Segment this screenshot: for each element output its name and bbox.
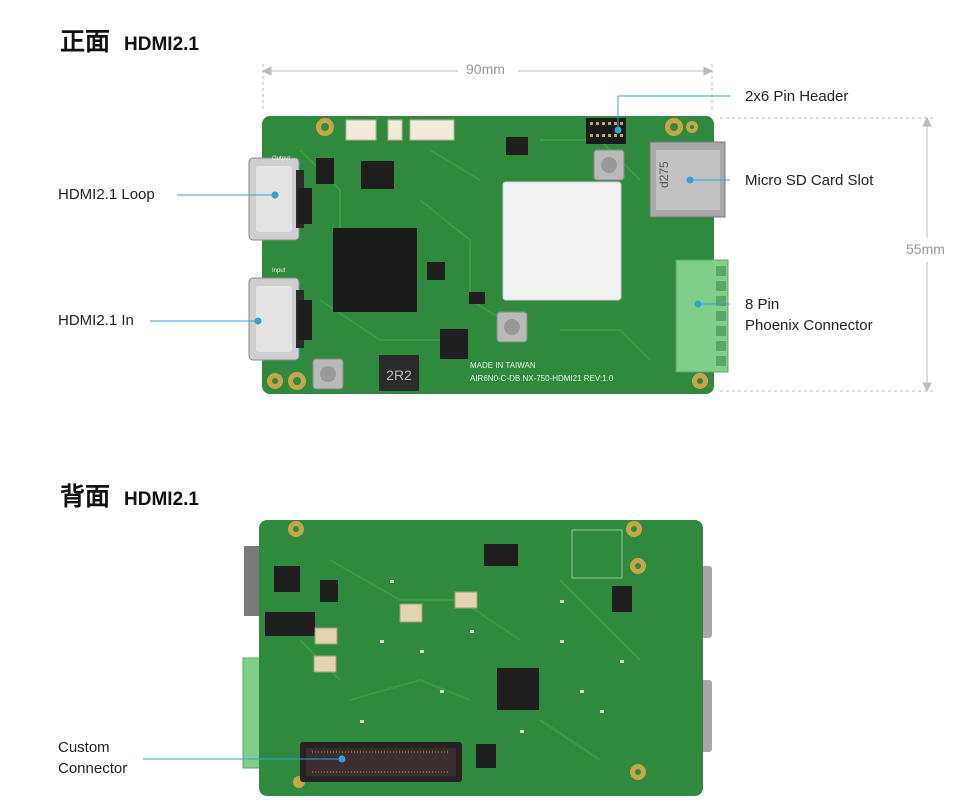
phoenix-connector: [675, 259, 729, 373]
inductor-label: 2R2: [386, 367, 412, 383]
custom-label-line2: Connector: [58, 760, 128, 777]
callout-lines: [143, 95, 730, 763]
width-dimension: [261, 64, 714, 112]
width-label: 90mm: [466, 61, 505, 77]
hdmi-in-label: HDMI2.1 In: [58, 312, 134, 329]
phoenix-label-line1: 8 Pin: [745, 296, 780, 313]
back-title-zh: 背面: [60, 482, 111, 511]
sd-slot-label: Micro SD Card Slot: [745, 172, 874, 189]
front-title-en: HDMI2.1: [124, 34, 199, 55]
custom-label-line1: Custom: [58, 739, 110, 756]
front-board: 2R2 d275 MADE IN TAIWAN: [248, 116, 729, 394]
back-board: [242, 520, 712, 796]
model-label: AIR6N0-C-DB NX-750-HDMI21 REV:1.0: [470, 374, 614, 383]
height-dimension: [720, 116, 935, 393]
input-label: Input: [272, 268, 286, 274]
front-title-zh: 正面: [60, 27, 111, 56]
hdmi-loop-label: HDMI2.1 Loop: [58, 186, 155, 203]
back-title: 背面 HDMI2.1: [60, 477, 199, 513]
custom-connector-label: Custom Connector: [58, 737, 127, 779]
phoenix-label: 8 Pin Phoenix Connector: [745, 294, 873, 336]
height-label: 55mm: [906, 241, 945, 257]
front-title: 正面 HDMI2.1: [60, 22, 199, 58]
made-in-label: MADE IN TAIWAN: [470, 361, 536, 370]
sd-mark: d275: [657, 161, 671, 188]
output-label: Output: [272, 156, 290, 162]
phoenix-label-line2: Phoenix Connector: [745, 317, 873, 334]
pin-header-label: 2x6 Pin Header: [745, 88, 849, 105]
custom-connector: [300, 742, 462, 782]
back-title-en: HDMI2.1: [124, 489, 199, 510]
hdmi-loop-connector: [248, 157, 304, 241]
